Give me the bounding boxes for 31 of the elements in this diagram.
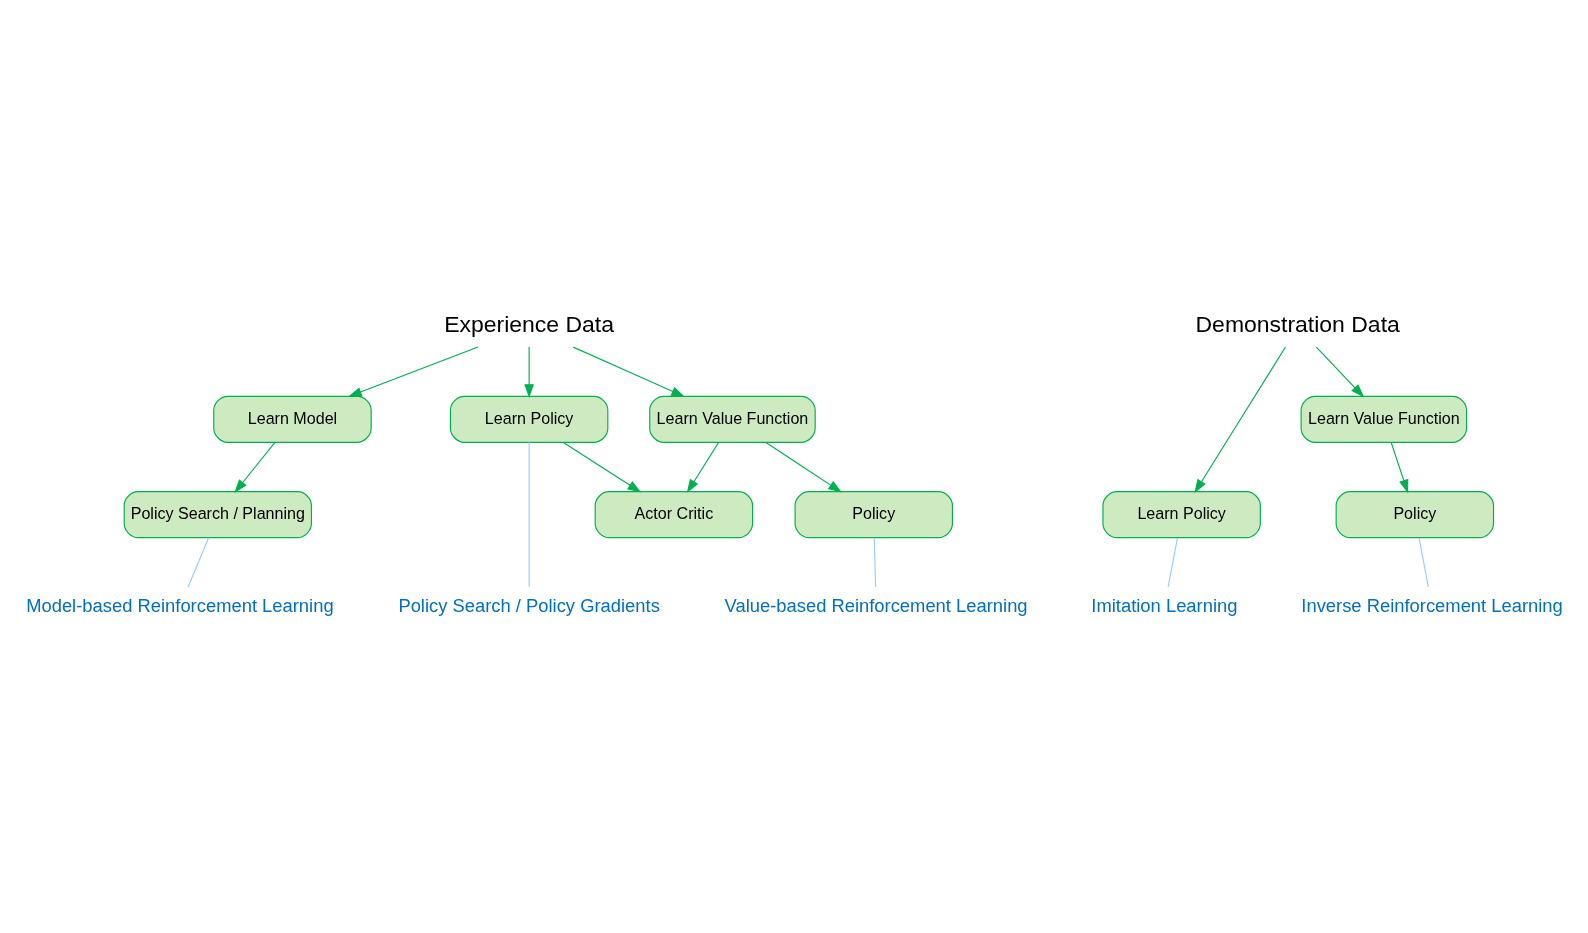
node-text: Demonstration Data <box>1195 310 1400 337</box>
arrow <box>523 346 534 398</box>
node-text: Inverse Reinforcement Learning <box>1300 594 1563 616</box>
arrow <box>686 441 719 493</box>
node-box: Learn Model <box>212 395 372 443</box>
connector <box>528 441 530 587</box>
node-box: Learn Policy <box>449 395 608 443</box>
node-text: Imitation Learning <box>1090 594 1237 616</box>
arrow <box>1390 441 1408 493</box>
node-text: Experience Data <box>443 310 614 337</box>
node-box: Actor Critic <box>594 490 753 538</box>
node-box: Policy Search / Planning <box>123 490 312 538</box>
node-box: Policy <box>794 490 953 538</box>
node-text: Policy Search / Policy Gradients <box>397 594 660 616</box>
arrow <box>347 345 479 397</box>
connector <box>187 536 209 588</box>
arrow <box>764 441 842 493</box>
connector <box>1417 536 1429 588</box>
arrow <box>233 441 275 493</box>
node-box: Learn Value Function <box>648 395 816 443</box>
arrow <box>572 346 685 397</box>
connector <box>1167 536 1178 588</box>
node-text: Model-based Reinforcement Learning <box>25 594 334 616</box>
connector <box>873 536 876 588</box>
arrow <box>1315 346 1364 398</box>
arrow <box>562 441 641 493</box>
node-box: Learn Value Function <box>1300 395 1467 443</box>
node-box: Policy <box>1335 490 1494 538</box>
arrow <box>1193 345 1286 493</box>
node-box: Learn Policy <box>1101 490 1261 538</box>
node-text: Value-based Reinforcement Learning <box>724 594 1028 616</box>
